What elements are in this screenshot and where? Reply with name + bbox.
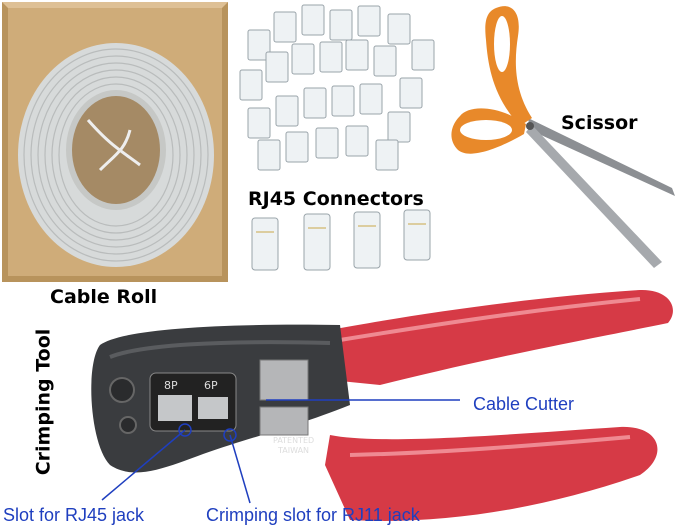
crimping-tool-label: Crimping Tool [32, 328, 55, 476]
rj45-connectors-label: RJ45 Connectors [248, 188, 424, 210]
tool-patented-text: PATENTED [273, 436, 314, 445]
rj45-connectors-image [228, 0, 443, 285]
scissor-label: Scissor [561, 112, 638, 134]
tool-country-text: TAIWAN [277, 446, 309, 455]
tool-mark-8p: 8P [164, 379, 178, 392]
tool-mark-6p: 6P [204, 379, 218, 392]
rj11-slot-label: Crimping slot for RJ11 jack [206, 505, 420, 525]
scissors-image [440, 0, 681, 285]
cable-roll-label: Cable Roll [50, 286, 158, 308]
cable-cutter-label: Cable Cutter [473, 394, 575, 414]
crimping-tool-image: 8P 6P PATENTED TAIWAN [80, 285, 681, 530]
cable-roll-image [0, 0, 232, 285]
rj45-slot-label: Slot for RJ45 jack [3, 505, 145, 525]
